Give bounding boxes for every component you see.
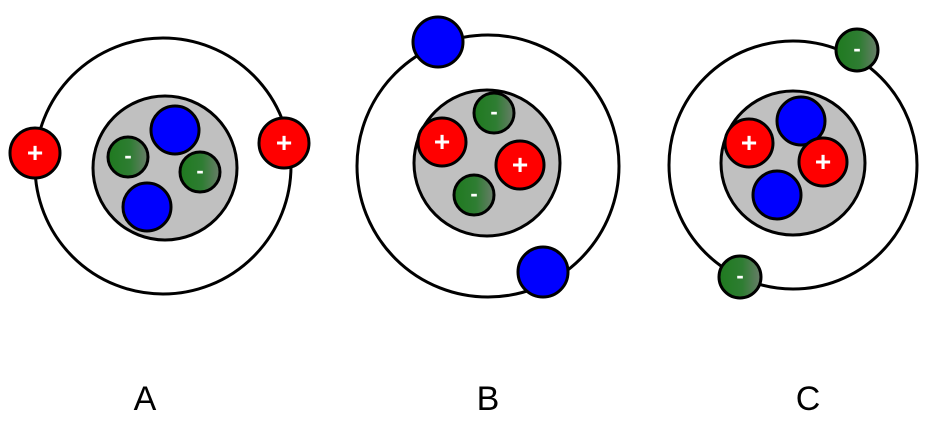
particles-group: + + - - <box>717 27 880 300</box>
plus-sign-icon: + <box>512 149 528 180</box>
plus-sign-icon: + <box>741 127 757 158</box>
plus-sign-icon: + <box>434 126 450 157</box>
nucleus-neutral-particle <box>751 169 803 221</box>
minus-sign-icon: - <box>470 181 477 206</box>
negative-particle-circle <box>178 150 222 194</box>
nucleus-negative-particle: - <box>178 150 222 194</box>
nucleus-negative-particle: - <box>472 91 516 135</box>
neutral-particle-circle <box>149 104 201 156</box>
nucleus-neutral-particle <box>149 104 201 156</box>
atom-label-a: A <box>134 380 157 418</box>
minus-sign-icon: - <box>490 99 497 124</box>
nucleus-negative-particle: - <box>106 135 150 179</box>
negative-particle-circle <box>452 173 496 217</box>
orbit-positive-particle: + <box>8 126 62 180</box>
positive-particle-circle <box>723 117 775 169</box>
orbit-ring <box>355 33 621 299</box>
nucleus-positive-particle: + <box>494 139 546 191</box>
atom-c: + + - - C <box>667 27 919 418</box>
plus-sign-icon: + <box>27 137 43 168</box>
atom-a: - - + + A <box>8 36 311 418</box>
particles-group: -++- <box>411 15 570 299</box>
negative-particle-circle <box>472 91 516 135</box>
nucleus-positive-particle: + <box>416 116 468 168</box>
neutral-particle-circle <box>411 15 465 69</box>
atom-label-c: C <box>796 380 821 418</box>
neutral-particle-circle <box>121 181 173 233</box>
negative-particle-circle <box>106 135 150 179</box>
negative-particle-circle <box>834 27 880 73</box>
positive-particle-circle <box>416 116 468 168</box>
nucleus-neutral-particle <box>121 181 173 233</box>
orbit-neutral-particle <box>411 15 465 69</box>
neutral-particle-circle <box>516 245 570 299</box>
nucleus-positive-particle: + <box>797 136 849 188</box>
minus-sign-icon: - <box>196 158 203 183</box>
plus-sign-icon: + <box>276 127 292 158</box>
nucleus-neutral-particle <box>775 95 827 147</box>
negative-particle-circle <box>717 254 763 300</box>
positive-particle-circle <box>797 136 849 188</box>
minus-sign-icon: - <box>736 263 743 288</box>
positive-particle-circle <box>257 116 311 170</box>
neutral-particle-circle <box>751 169 803 221</box>
orbit-ring <box>667 39 919 291</box>
orbit-neutral-particle <box>516 245 570 299</box>
positive-particle-circle <box>494 139 546 191</box>
atom-b: -++- B <box>355 15 621 418</box>
nucleus-positive-particle: + <box>723 117 775 169</box>
orbit-positive-particle: + <box>257 116 311 170</box>
minus-sign-icon: - <box>124 143 131 168</box>
orbit-negative-particle: - <box>834 27 880 73</box>
atom-label-b: B <box>477 380 500 418</box>
minus-sign-icon: - <box>853 36 860 61</box>
neutral-particle-circle <box>775 95 827 147</box>
nucleus-negative-particle: - <box>452 173 496 217</box>
orbit-negative-particle: - <box>717 254 763 300</box>
particles-group: - - + + <box>8 104 311 233</box>
positive-particle-circle <box>8 126 62 180</box>
plus-sign-icon: + <box>815 146 831 177</box>
